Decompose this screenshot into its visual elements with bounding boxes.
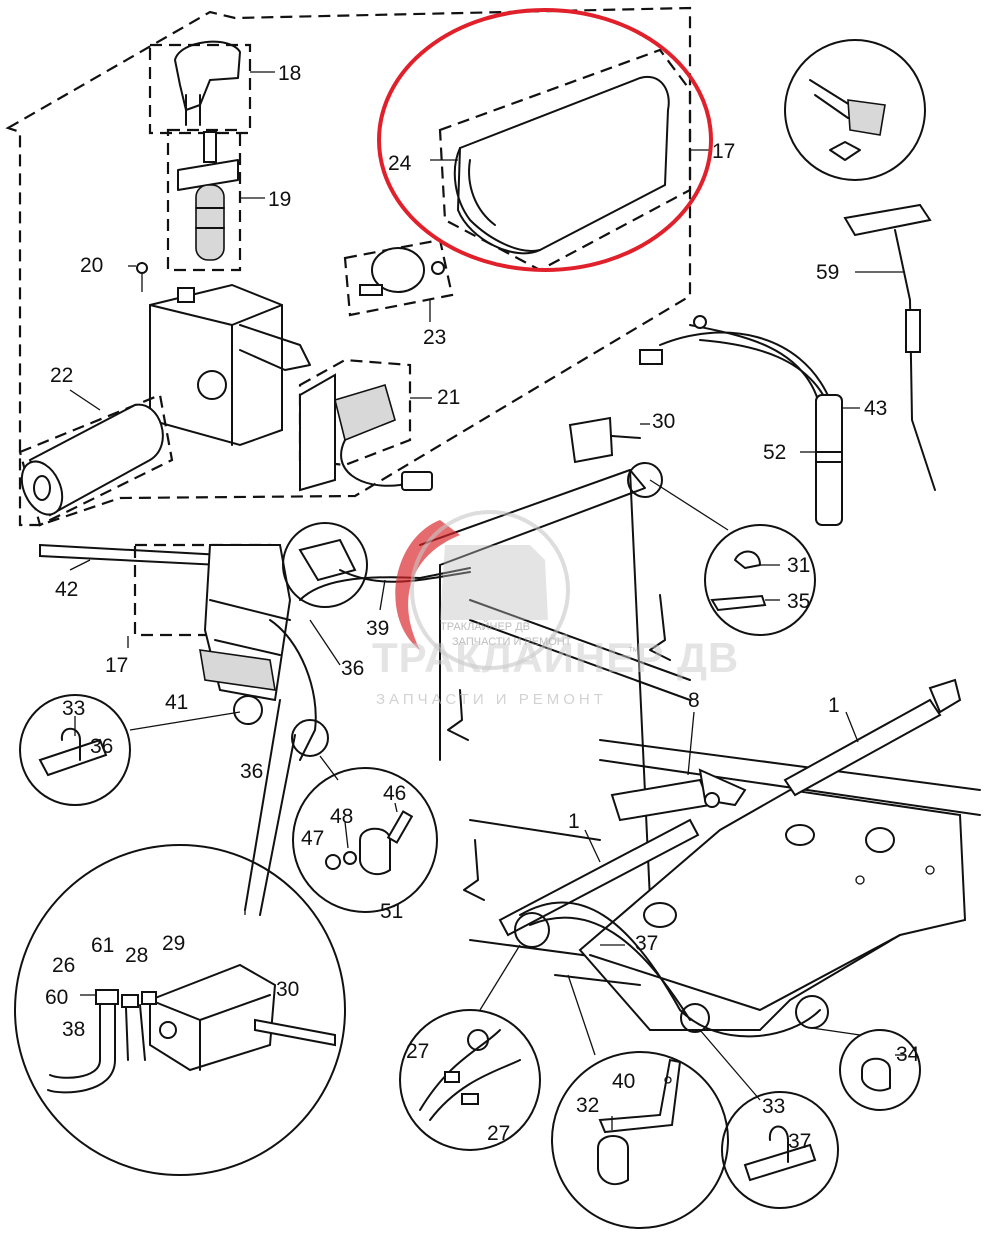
- harness-43: [639, 315, 860, 526]
- callout-35: 35: [787, 590, 810, 613]
- part-18-handle: [148, 40, 275, 135]
- callout-46: 46: [383, 782, 406, 805]
- callout-36-mid: 36: [341, 657, 364, 680]
- part-1-rod-lower: [498, 818, 700, 937]
- watermark-truck-icon: [440, 545, 548, 620]
- callout-20: 20: [80, 254, 103, 277]
- watermark-logo-ring: [410, 510, 570, 670]
- callout-23: 23: [423, 326, 446, 349]
- callout-61: 61: [91, 934, 114, 957]
- part-30-switch: [568, 416, 650, 464]
- callout-40: 40: [612, 1070, 635, 1093]
- callout-59: 59: [816, 261, 839, 284]
- callout-30-top: 30: [652, 410, 675, 433]
- callout-37-mid: 37: [635, 932, 658, 955]
- callout-24: 24: [388, 152, 412, 175]
- callout-41: 41: [165, 691, 188, 714]
- harness-36: [244, 619, 339, 916]
- callout-31: 31: [787, 554, 810, 577]
- callout-33-left: 33: [62, 697, 85, 720]
- watermark-tm: ™: [628, 646, 639, 658]
- detail-34: [811, 1027, 921, 1111]
- callout-38: 38: [62, 1018, 85, 1041]
- callout-52: 52: [763, 441, 786, 464]
- callout-8: 8: [688, 689, 700, 712]
- detail-inset-connector: [784, 39, 926, 181]
- watermark-tagline: ЗАПЧАСТИ И РЕМОНТ: [376, 691, 607, 708]
- watermark-brand: ТРАКЛАЙНЕР ДВ: [372, 633, 739, 681]
- callout-30-low: 30: [276, 978, 299, 1001]
- watermark-badge-sub: ЗАПЧАСТИ И РЕМОНТ: [452, 636, 572, 648]
- detail-46-51: [292, 767, 438, 913]
- callout-19: 19: [268, 188, 291, 211]
- highlight-ellipse: [377, 8, 713, 272]
- callout-27-top: 27: [406, 1040, 429, 1063]
- watermark: ТРАКЛАЙНЕР ДВ ЗАПЧАСТИ И РЕМОНТ ТРАКЛАЙН…: [372, 510, 739, 708]
- part-17-bracket-lower: [127, 543, 292, 702]
- callout-27-bottom: 27: [487, 1122, 510, 1145]
- detail-33-36: [19, 694, 263, 806]
- chassis-frame: [578, 788, 967, 1031]
- watermark-badge: ТРАКЛАЙНЕР ДВ: [440, 620, 530, 633]
- part-8-lever: [610, 711, 747, 822]
- detail-40-32: [551, 974, 729, 1229]
- harness-37: [514, 901, 829, 1038]
- part-1-rod-upper: [783, 678, 962, 797]
- callout-34: 34: [896, 1043, 920, 1066]
- part-22-motor: [18, 389, 174, 527]
- callout-42: 42: [55, 578, 78, 601]
- detail-valve-fittings: [14, 844, 346, 1176]
- callout-1-upper: 1: [828, 694, 840, 717]
- callout-32: 32: [576, 1094, 599, 1117]
- detail-31-35: [627, 462, 816, 636]
- callout-60: 60: [45, 986, 68, 1009]
- callout-51: 51: [380, 900, 403, 923]
- part-20-screw: [128, 262, 148, 292]
- callout-43: 43: [864, 397, 887, 420]
- callout-39: 39: [366, 617, 389, 640]
- assembly-17-outline: [5, 6, 692, 527]
- callout-17-top: 17: [712, 140, 735, 163]
- callout-28: 28: [125, 944, 148, 967]
- detail-27: [399, 944, 541, 1151]
- callout-47: 47: [301, 827, 324, 850]
- callout-37-low: 37: [788, 1130, 811, 1153]
- callout-26: 26: [52, 954, 75, 977]
- watermark-logo-arc: [395, 520, 460, 650]
- part-23-pump: [343, 238, 454, 322]
- callout-22: 22: [50, 364, 73, 387]
- part-24-reservoir: [430, 48, 710, 272]
- callout-1-lower: 1: [568, 810, 580, 833]
- callout-33-low: 33: [762, 1095, 785, 1118]
- callout-29: 29: [162, 932, 185, 955]
- callout-17-mid: 17: [105, 654, 128, 677]
- callout-36-left: 36: [90, 735, 113, 758]
- detail-33-37: [699, 1029, 839, 1209]
- callout-48: 48: [330, 805, 353, 828]
- callout-36-low: 36: [240, 760, 263, 783]
- part-21-solenoid: [298, 358, 433, 492]
- callout-labels: 18 19 20 22 23 21 24 17 59 43 52 30 31 3…: [45, 62, 920, 1153]
- part-19-cylinder: [166, 128, 265, 272]
- valve-body-block: [149, 283, 311, 447]
- part-59-sensor: [843, 203, 936, 491]
- callout-18: 18: [278, 62, 301, 85]
- callout-21: 21: [437, 386, 460, 409]
